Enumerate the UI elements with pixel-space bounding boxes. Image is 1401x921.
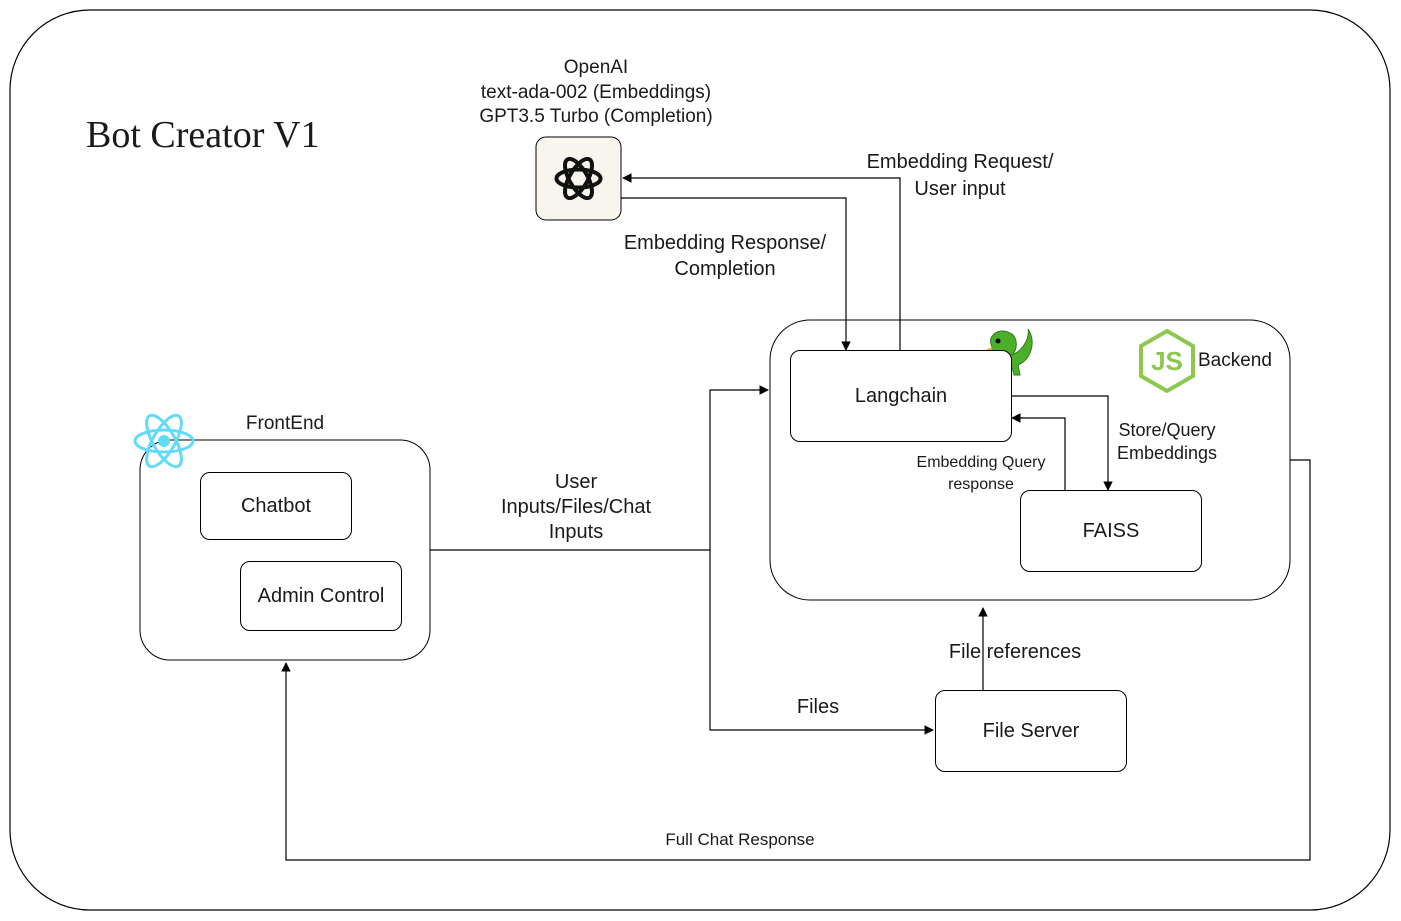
langchain-box[interactable]: Langchain [790,350,1012,442]
frontend-label: FrontEnd [245,413,325,434]
edge-embedding-response [621,197,851,351]
edge-files [709,550,934,735]
openai-model-embeddings: text-ada-002 (Embeddings) [480,82,712,103]
admin-control-box[interactable]: Admin Control [240,561,402,631]
backend-label: Backend [1198,350,1272,371]
openai-model-completion: GPT3.5 Turbo (Completion) [479,106,713,127]
diagram-title: Bot Creator V1 [86,114,320,156]
svg-text:JS: JS [1151,346,1183,376]
react-logo-icon [133,413,195,469]
edge-label-user-inputs-2: Inputs/Files/Chat [500,496,652,518]
edge-label-file-references: File references [948,641,1082,663]
faiss-box[interactable]: FAISS [1020,490,1202,572]
edge-label-embedding-request-2: User input [914,178,1006,200]
openai-name: OpenAI [563,57,629,78]
edge-label-files: Files [796,696,840,718]
edge-label-user-inputs-3: Inputs [548,521,604,543]
edge-user-inputs [430,385,769,551]
edge-full-chat-response [281,459,1311,861]
edge-label-user-inputs: User [554,471,598,493]
outer-frame [9,9,1391,911]
edge-store-query [1010,395,1113,491]
nodejs-logo-icon: JS [1139,328,1195,394]
file-server-box[interactable]: File Server [935,690,1127,772]
edge-label-full-chat-response: Full Chat Response [665,830,815,849]
chatbot-box[interactable]: Chatbot [200,472,352,540]
edge-label-store-query: Store/Query [1118,420,1216,440]
edge-label-embedding-response: Embedding Response/ [623,232,827,254]
edge-embedding-query-response [1011,413,1066,490]
edge-label-embedding-query: Embedding Query [916,454,1046,471]
edge-embedding-request [622,173,901,350]
edge-label-embedding-query-2: response [948,476,1014,493]
edge-label-embedding-request: Embedding Request/ [866,151,1054,173]
edge-label-store-query-2: Embeddings [1116,443,1218,463]
openai-logo-icon [535,136,622,221]
edge-label-embedding-response-2: Completion [674,258,776,280]
